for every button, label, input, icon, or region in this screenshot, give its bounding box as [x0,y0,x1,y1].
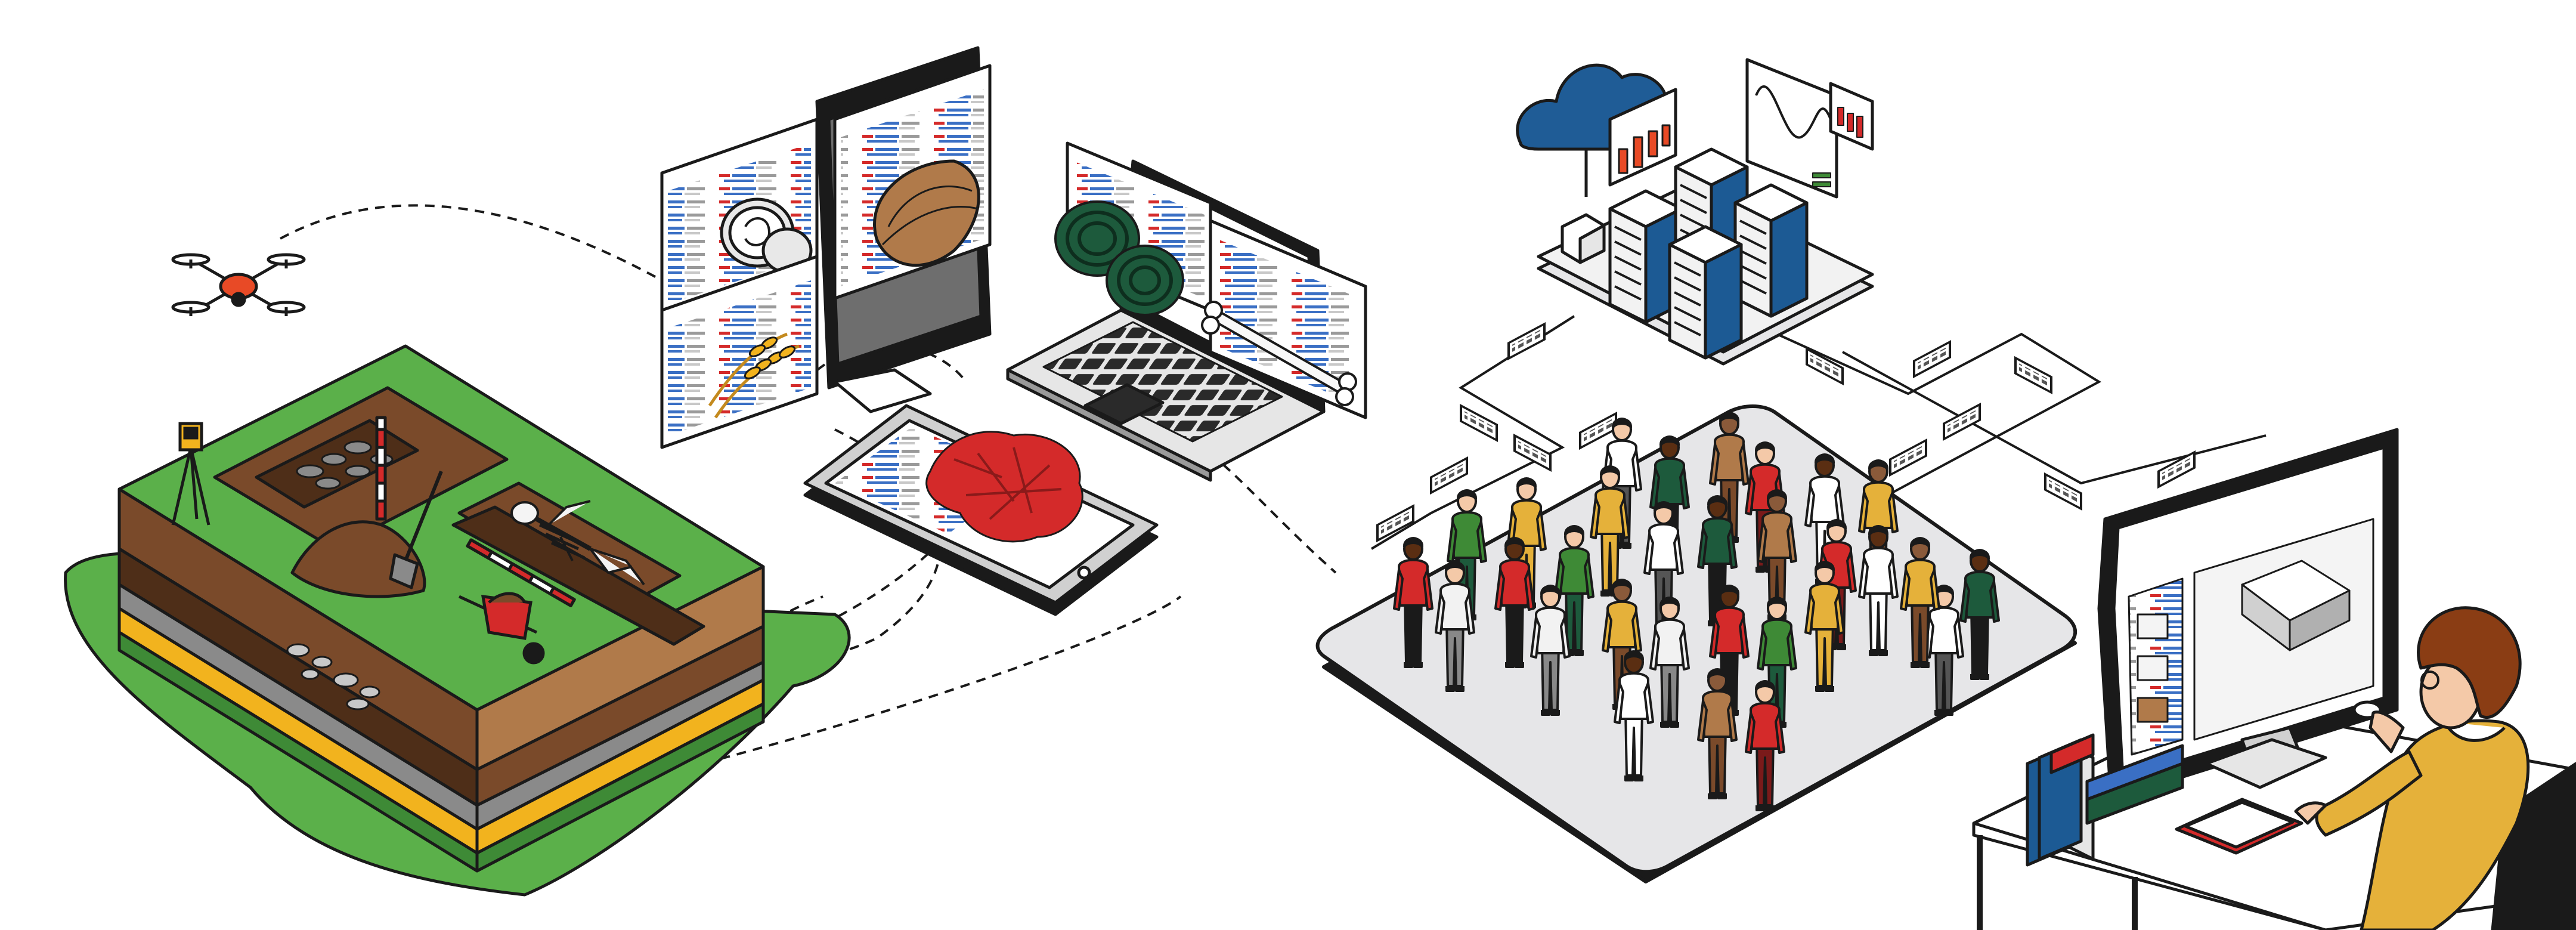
chair [2491,762,2576,930]
skeleton-icon [510,500,645,586]
line-chart-icon [1745,58,1838,199]
researcher-hair [2417,606,2522,719]
dashed-path-laptop-to-platform [1209,452,1337,574]
network-cables [1370,315,2267,550]
measuring-rod [466,538,576,607]
survey-tripod-icon [171,422,210,526]
screen-panel-coin [660,118,819,318]
network-switch-icon [2157,450,2196,489]
stone-rubble [286,643,380,710]
person-figure [1697,495,1738,626]
dashed-path-site-to-tablet [655,595,1182,777]
community-people-group [1393,412,2000,811]
server-rack-icon [1668,225,1743,360]
screen-panel-shell [833,64,992,300]
person-figure [1649,597,1690,728]
coin-icon [720,197,813,274]
network-switch-icon [1460,403,1498,442]
cable-server-to-researcher [1842,351,2267,485]
network-switch-icon [1430,456,1468,495]
person-figure [1494,537,1535,668]
person-figure [1709,412,1750,543]
small-bar-chart-icon [1829,82,1874,151]
person-figure [1697,668,1738,799]
network-switch-icon [1513,433,1552,472]
person-figure [1900,537,1940,668]
network-switch-icon [1376,504,1414,543]
person-figure [1393,537,1433,668]
drone-icon [171,253,306,316]
person-figure [1959,549,2000,680]
monitor-stand [833,368,932,413]
laptop-trackpad [1083,383,1165,425]
person-figure [1924,585,1964,716]
bone-icon [1201,301,1357,406]
notebook [2175,798,2303,855]
network-switch-icon [1507,322,1546,361]
person-figure [1858,525,1899,656]
cable-server-to-people-left [1370,315,1575,550]
tablet-with-3d-model [803,404,1159,616]
survey-pole [375,416,387,521]
bar-chart-icon [1608,88,1677,187]
coral-3d-model [925,431,1083,543]
person-figure [1614,650,1654,781]
researcher-workstation [1972,428,2576,930]
person-figure [1435,561,1475,692]
server-rack-icon [1733,183,1809,318]
cable-server-to-people-right [1776,332,2102,514]
person-figure [1530,585,1571,716]
network-switch-icon [1806,347,1844,385]
network-switch-icon [2044,472,2082,511]
network-switches [1376,322,2196,543]
shovel-icon [389,470,443,589]
laptop-with-seals-and-bone [1006,141,1367,482]
researcher-person [2294,606,2530,930]
excavation-site [64,344,851,897]
person-figure [1745,680,1785,811]
green-seal-artifacts [1054,200,1184,316]
wheat-icon [708,332,800,419]
desktop-monitor-with-artifacts [660,46,992,449]
network-switch-icon [1943,403,1981,441]
cloud-server-platform [1516,58,1874,366]
dashed-path-drone-to-screens [280,204,662,282]
storage-box-icon [1561,213,1606,264]
book-stack [2026,733,2184,867]
strata-front-right [475,565,765,873]
3d-model-preview [2241,560,2351,651]
laptop-keyboard [1042,321,1283,443]
trench-stones [296,440,394,490]
person-figure [1590,465,1630,597]
screen-panel-wheat [660,255,819,449]
researcher-arm [2315,750,2423,837]
wheelbarrow-icon [458,592,545,665]
network-switch-icon [1913,340,1951,379]
network-switch-icon [2014,356,2052,394]
network-switch-icon [1889,438,1927,477]
person-figure [1804,561,1845,692]
